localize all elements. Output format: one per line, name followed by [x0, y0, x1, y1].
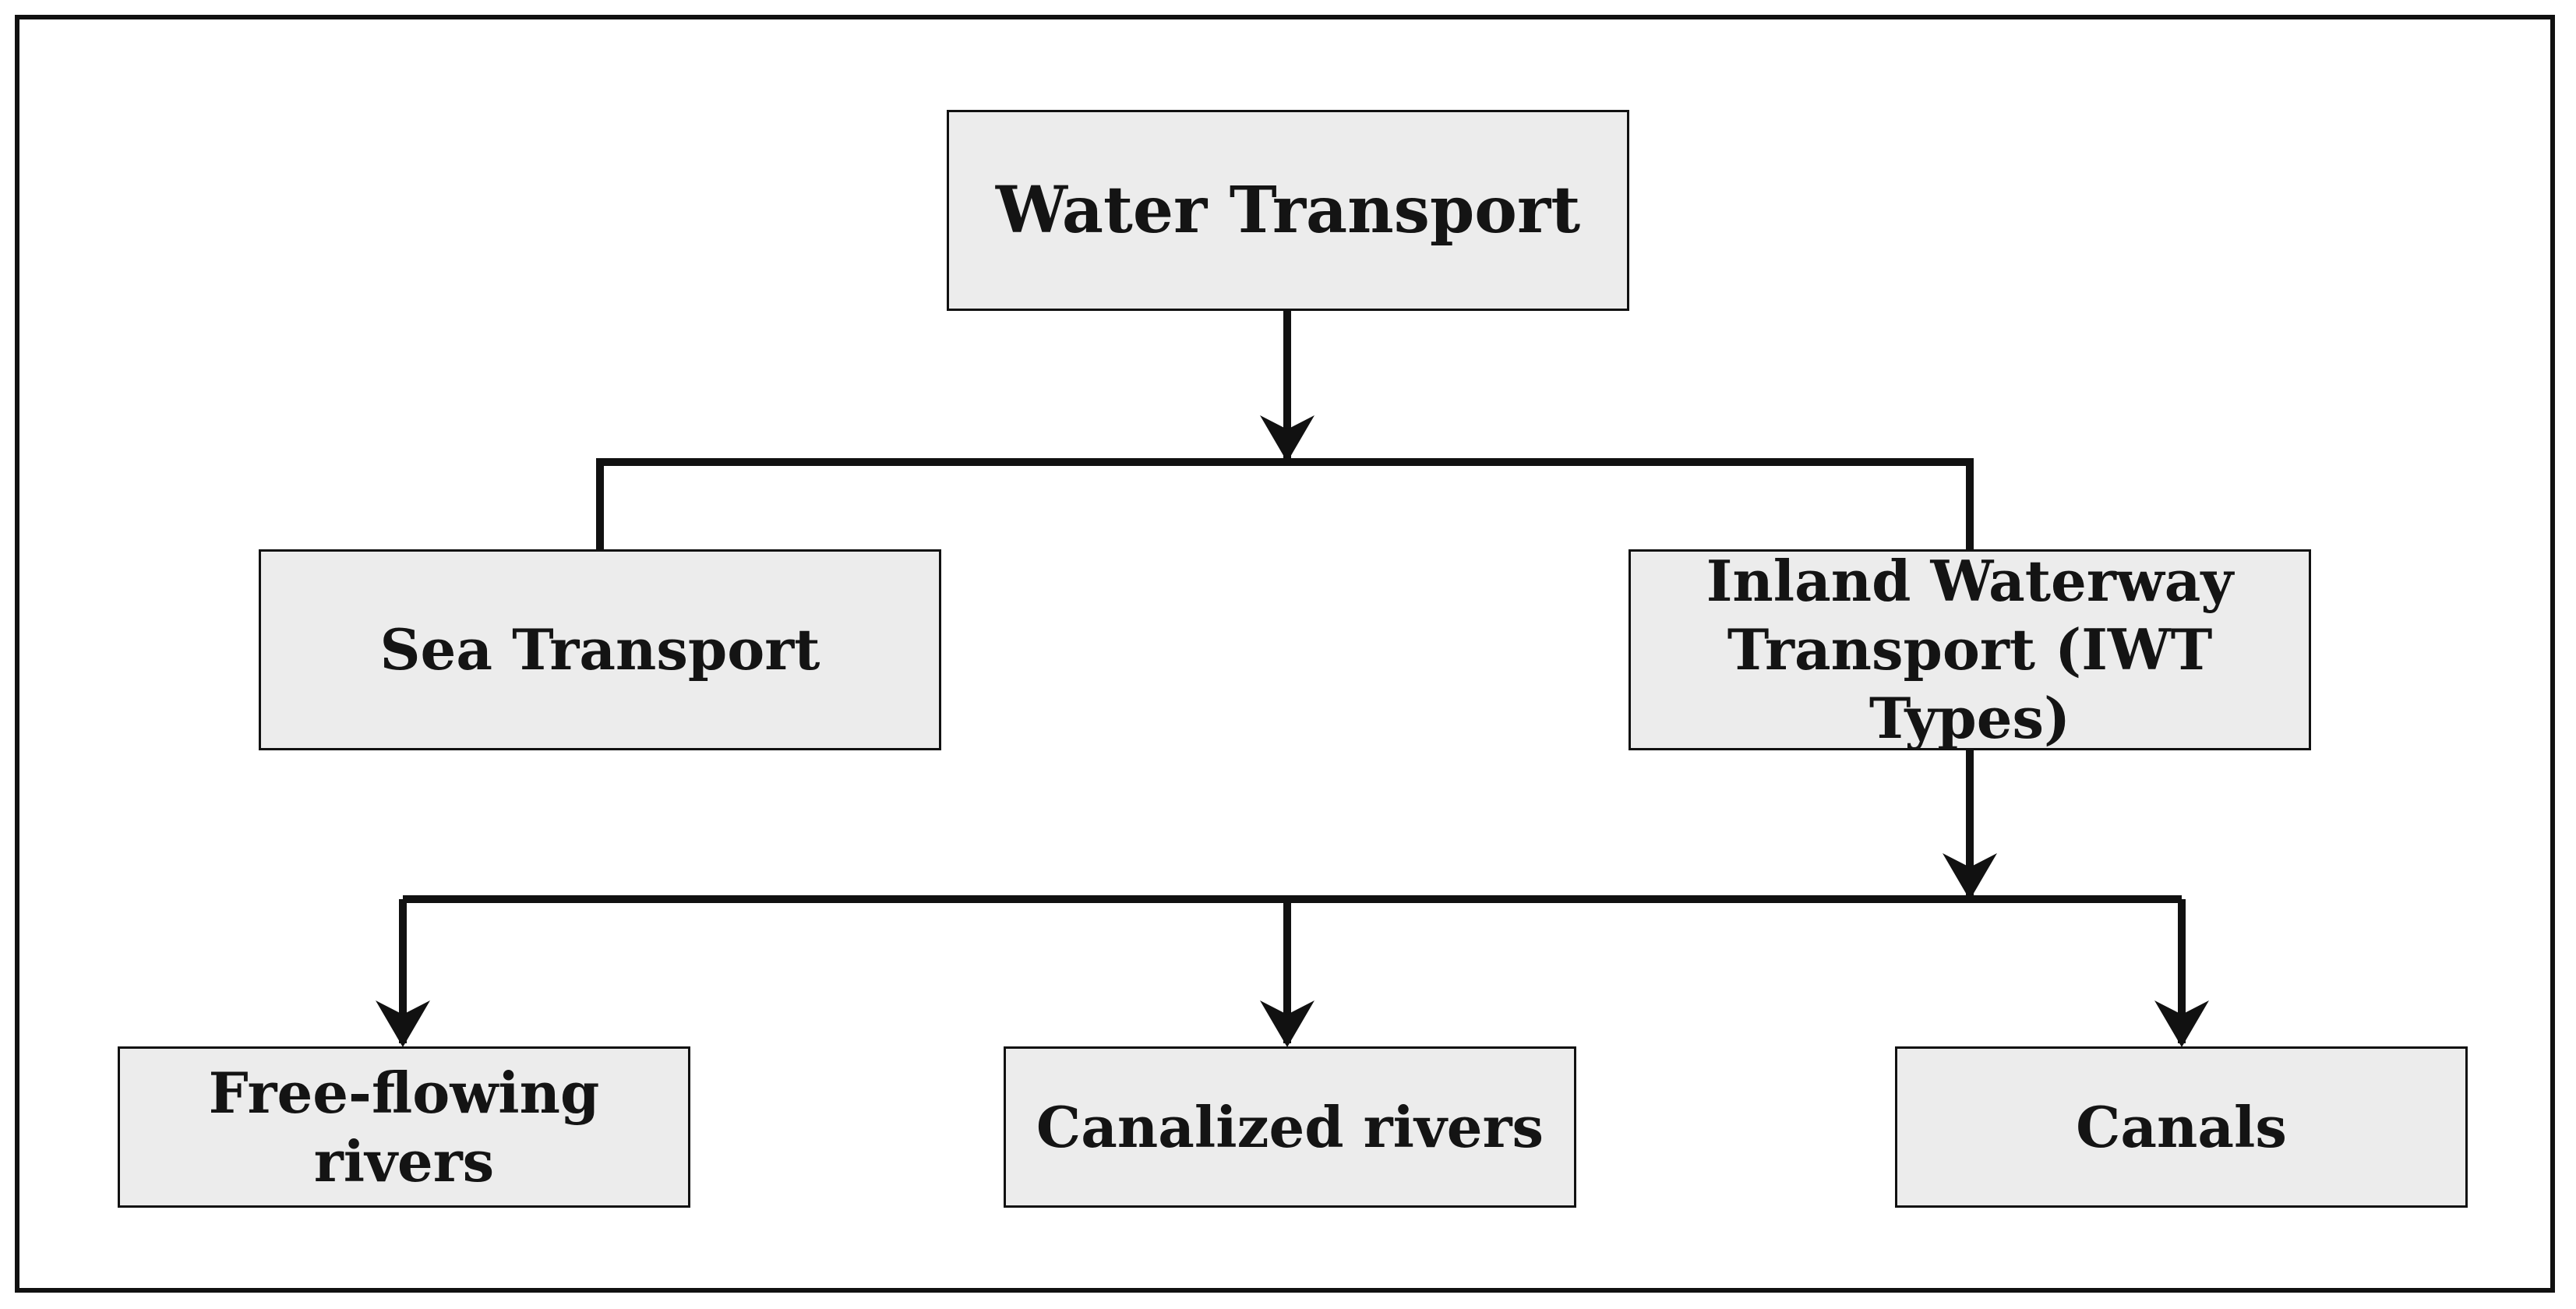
node-canalized-rivers: Canalized rivers: [1004, 1046, 1576, 1208]
node-free-flowing-rivers: Free-flowing rivers: [118, 1046, 690, 1208]
diagram-frame: [15, 15, 2555, 1293]
node-canals: Canals: [1895, 1046, 2468, 1208]
node-sea-transport: Sea Transport: [259, 549, 941, 750]
node-inland-waterway-transport: Inland Waterway Transport (IWT Types): [1629, 548, 2311, 751]
node-water-transport: Water Transport: [947, 110, 1629, 311]
